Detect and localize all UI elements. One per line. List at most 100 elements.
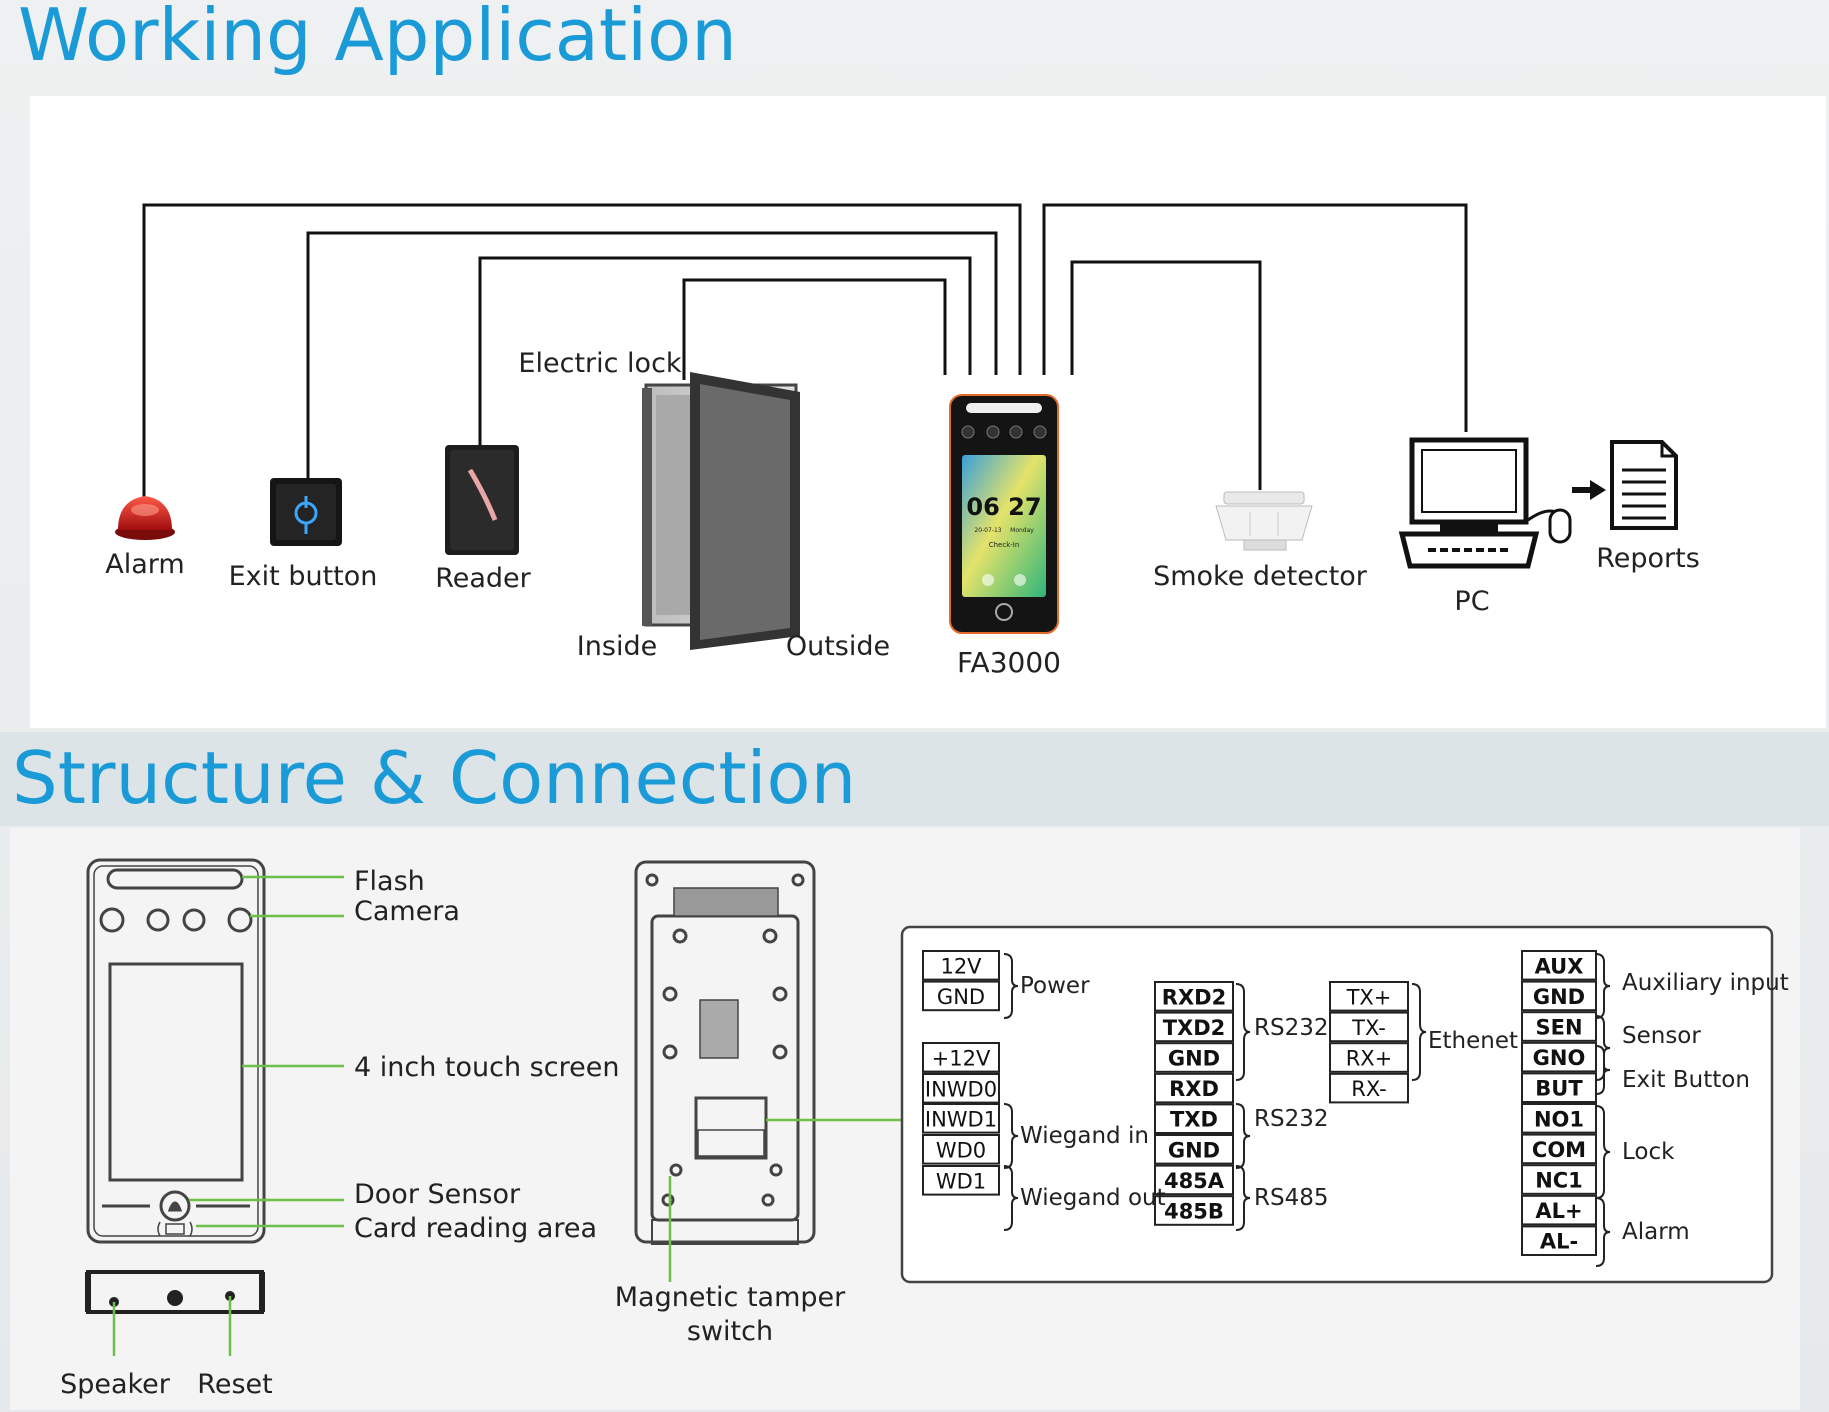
terminal-pin-box bbox=[1154, 1134, 1234, 1165]
terminal-pin-box bbox=[1521, 1225, 1597, 1257]
terminal-pin-box bbox=[1329, 1042, 1409, 1073]
terminal-pin-label: 485B bbox=[1164, 1200, 1224, 1224]
terminal-pin-box bbox=[922, 1165, 1000, 1196]
terminal-pin-box bbox=[1521, 1133, 1597, 1165]
label-flash: Flash bbox=[354, 866, 425, 897]
terminal-pin-label: TX+ bbox=[1346, 985, 1392, 1009]
label-outside: Outside bbox=[786, 631, 890, 662]
label-card-reading-area: Card reading area bbox=[354, 1213, 597, 1244]
device-screen-status: Check-In bbox=[989, 541, 1020, 549]
terminal-pin-label: INWD0 bbox=[925, 1077, 997, 1101]
label-magnetic-tamper: Magnetic tamper bbox=[615, 1282, 846, 1313]
terminal-pin-label: BUT bbox=[1535, 1077, 1583, 1101]
terminal-pin-box bbox=[1154, 981, 1234, 1012]
terminal-pin-label: RXD bbox=[1169, 1077, 1219, 1101]
group-wiegand-in: Wiegand in bbox=[1020, 1123, 1149, 1149]
group-rs232-b: RS232 bbox=[1254, 1106, 1328, 1132]
terminal-pin-box bbox=[922, 950, 1000, 981]
alarm-icon bbox=[115, 496, 175, 540]
section-title-structure-connection: Structure & Connection bbox=[12, 736, 856, 820]
group-rs485: RS485 bbox=[1254, 1185, 1328, 1211]
label-camera: Camera bbox=[354, 896, 460, 927]
structure-connection-section: Structure & Connection bbox=[0, 732, 1829, 1410]
terminal-pin-label: TX- bbox=[1351, 1016, 1386, 1040]
terminal-pin-label: COM bbox=[1532, 1138, 1586, 1162]
device-screen-date: 20-07-13 bbox=[974, 527, 1001, 534]
terminal-pin-label: NC1 bbox=[1535, 1169, 1583, 1193]
device-bottom-view bbox=[85, 1270, 265, 1314]
structure-header-band bbox=[0, 732, 1829, 826]
door-icon bbox=[642, 372, 800, 650]
group-sensor: Sensor bbox=[1622, 1023, 1701, 1049]
label-smoke-detector: Smoke detector bbox=[1153, 561, 1368, 592]
terminal-pin-box bbox=[922, 1103, 1000, 1134]
label-inside: Inside bbox=[577, 631, 657, 662]
label-fa3000: FA3000 bbox=[957, 646, 1061, 679]
terminal-pin-label: +12V bbox=[932, 1046, 991, 1070]
device-screen-weekday: Monday bbox=[1010, 527, 1034, 534]
arrow-right-icon bbox=[1572, 480, 1606, 500]
terminal-pin-box bbox=[1154, 1164, 1234, 1196]
terminal-pin-label: GND bbox=[1168, 1047, 1220, 1071]
callout-lines-front bbox=[112, 875, 344, 1356]
terminal-pin-box bbox=[1329, 981, 1409, 1012]
label-exit-button: Exit button bbox=[229, 561, 378, 592]
terminal-pin-box bbox=[1521, 1164, 1597, 1195]
device-back-plate bbox=[634, 860, 816, 1245]
terminal-pin-box bbox=[922, 1042, 1000, 1073]
working-application-panel bbox=[30, 96, 1826, 728]
terminal-pin-label: GND bbox=[937, 985, 985, 1009]
terminal-pin-label: AUX bbox=[1535, 954, 1584, 978]
group-power: Power bbox=[1020, 973, 1090, 999]
terminal-pin-label: SEN bbox=[1535, 1016, 1582, 1040]
terminal-pin-box bbox=[1521, 1194, 1597, 1226]
terminal-pin-box bbox=[1329, 1011, 1409, 1043]
group-wiegand-out: Wiegand out bbox=[1020, 1185, 1166, 1211]
group-ethernet: Ethenet bbox=[1428, 1028, 1518, 1054]
wiring-lines bbox=[142, 203, 1468, 498]
terminal-pin-box bbox=[1521, 1072, 1597, 1104]
terminal-pin-box bbox=[1329, 1072, 1409, 1104]
label-electric-lock: Electric lock bbox=[518, 348, 681, 379]
terminal-pin-box bbox=[922, 1073, 1000, 1104]
label-touch-screen: 4 inch touch screen bbox=[354, 1052, 619, 1083]
terminal-pin-label: TXD bbox=[1170, 1108, 1218, 1132]
terminal-pin-label: GNO bbox=[1533, 1046, 1586, 1070]
group-braces bbox=[1003, 953, 1611, 1267]
label-magnetic-tamper-switch: switch bbox=[687, 1316, 773, 1347]
terminal-pin-box bbox=[1521, 1103, 1597, 1134]
terminal-pin-box bbox=[1154, 1042, 1234, 1073]
terminal-pin-label: RXD2 bbox=[1162, 985, 1226, 1009]
terminal-pin-box bbox=[1521, 1041, 1597, 1073]
label-door-sensor: Door Sensor bbox=[354, 1179, 521, 1210]
terminal-pin-box bbox=[1154, 1195, 1234, 1226]
label-reader: Reader bbox=[435, 563, 531, 594]
terminal-pin-label: WD1 bbox=[936, 1169, 986, 1193]
terminal-pin-box bbox=[1154, 1103, 1234, 1135]
group-rs232-a: RS232 bbox=[1254, 1015, 1328, 1041]
terminal-pin-box bbox=[1521, 950, 1597, 981]
terminal-pin-label: INWD1 bbox=[925, 1107, 997, 1131]
terminal-pin-label: 12V bbox=[940, 954, 982, 978]
callout-lines-back bbox=[668, 1118, 902, 1282]
group-exit-button: Exit Button bbox=[1622, 1067, 1750, 1093]
fa3000-device: 06 27 20-07-13 Monday Check-In bbox=[949, 394, 1059, 634]
terminal-pin-label: WD0 bbox=[936, 1138, 986, 1162]
terminal-pin-box bbox=[1521, 1011, 1597, 1042]
terminal-pin-box bbox=[922, 1134, 1000, 1165]
terminal-pin-label: 485A bbox=[1164, 1169, 1225, 1193]
exit-button-icon bbox=[270, 478, 342, 546]
pc-icon bbox=[1398, 437, 1572, 569]
group-lock: Lock bbox=[1622, 1139, 1675, 1165]
report-document-icon bbox=[1610, 440, 1678, 530]
terminal-pin-box bbox=[922, 980, 1000, 1012]
terminal-pin-box bbox=[1521, 980, 1597, 1012]
group-alarm: Alarm bbox=[1622, 1219, 1690, 1245]
label-speaker: Speaker bbox=[60, 1369, 171, 1400]
terminal-pin-box bbox=[1154, 1072, 1234, 1104]
working-application-section: Working Application Alarm Exit button bbox=[18, 0, 1826, 728]
device-front-view bbox=[86, 858, 266, 1244]
terminal-pin-label: AL+ bbox=[1535, 1199, 1582, 1223]
terminal-pin-label: GND bbox=[1533, 985, 1585, 1009]
group-labels: Power Wiegand in Wiegand out RS232 RS232… bbox=[1020, 970, 1789, 1245]
